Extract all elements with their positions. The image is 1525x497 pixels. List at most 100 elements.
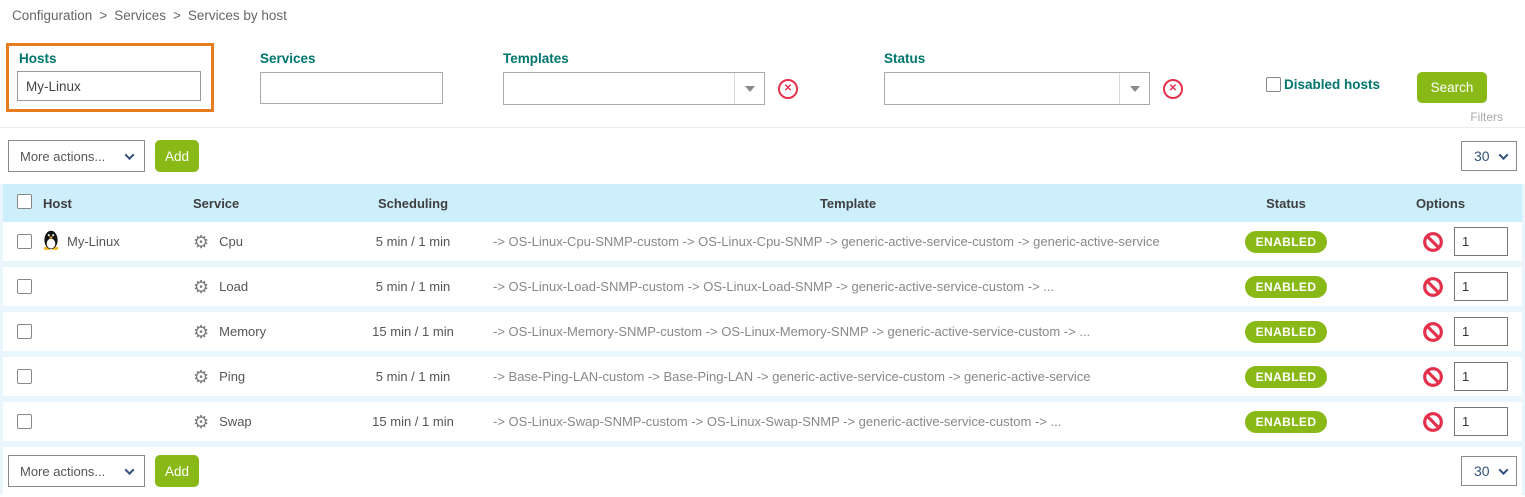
templates-filter-value bbox=[504, 73, 734, 104]
templates-filter-select[interactable] bbox=[503, 72, 765, 105]
table-row: My-Linux ⚙ Cpu 5 min / 1 min -> OS-Linux… bbox=[3, 222, 1522, 267]
filters-caption: Filters bbox=[1470, 110, 1503, 124]
services-filter: Services bbox=[260, 51, 443, 104]
add-button-top[interactable]: Add bbox=[155, 140, 199, 172]
hosts-filter-highlighted: Hosts bbox=[6, 43, 214, 112]
add-button-bottom[interactable]: Add bbox=[155, 455, 199, 487]
duplicate-count-input[interactable] bbox=[1454, 362, 1508, 391]
services-table: Host Service Scheduling Template Status … bbox=[0, 184, 1525, 495]
gear-icon: ⚙ bbox=[193, 411, 210, 432]
disabled-hosts-filter: Disabled hosts bbox=[1266, 77, 1380, 92]
header-service[interactable]: Service bbox=[193, 195, 240, 211]
more-actions-label: More actions... bbox=[20, 463, 106, 479]
scheduling-value: 15 min / 1 min bbox=[372, 324, 454, 339]
page-size-select-bottom[interactable]: 30 bbox=[1461, 456, 1517, 486]
duplicate-count-input[interactable] bbox=[1454, 317, 1508, 346]
disable-icon[interactable] bbox=[1422, 366, 1444, 388]
host-name[interactable]: My-Linux bbox=[67, 234, 120, 249]
header-status[interactable]: Status bbox=[1266, 195, 1306, 211]
duplicate-count-input[interactable] bbox=[1454, 272, 1508, 301]
service-name[interactable]: Ping bbox=[219, 369, 246, 384]
more-actions-select-top[interactable]: More actions... bbox=[8, 140, 145, 172]
templates-filter-label: Templates bbox=[503, 51, 569, 66]
service-name[interactable]: Cpu bbox=[219, 234, 243, 249]
row-checkbox[interactable] bbox=[17, 414, 32, 429]
scheduling-value: 5 min / 1 min bbox=[375, 369, 451, 384]
breadcrumb-item-services[interactable]: Services bbox=[114, 8, 166, 23]
status-badge: ENABLED bbox=[1244, 410, 1328, 433]
top-toolbar: More actions... Add 30 bbox=[0, 128, 1525, 184]
status-clear-icon[interactable]: ✕ bbox=[1163, 78, 1183, 99]
header-scheduling[interactable]: Scheduling bbox=[377, 195, 449, 211]
status-badge: ENABLED bbox=[1244, 320, 1328, 343]
chevron-down-icon bbox=[1498, 464, 1509, 475]
breadcrumb-separator: > bbox=[172, 8, 181, 23]
breadcrumb-separator: > bbox=[99, 8, 108, 23]
status-filter-label: Status bbox=[884, 51, 926, 66]
caret-down-icon bbox=[744, 85, 755, 92]
disabled-hosts-checkbox[interactable] bbox=[1266, 77, 1281, 92]
scheduling-value: 15 min / 1 min bbox=[372, 414, 454, 429]
service-name[interactable]: Memory bbox=[219, 324, 267, 339]
status-badge: ENABLED bbox=[1244, 230, 1328, 253]
services-filter-input[interactable] bbox=[260, 72, 443, 104]
page-size-value: 30 bbox=[1474, 463, 1490, 479]
search-button[interactable]: Search bbox=[1417, 72, 1487, 103]
select-all-checkbox[interactable] bbox=[17, 194, 32, 209]
breadcrumb-item-services-by-host[interactable]: Services by host bbox=[187, 8, 287, 23]
status-filter-select[interactable] bbox=[884, 72, 1150, 105]
template-chain: -> Base-Ping-LAN-custom -> Base-Ping-LAN… bbox=[493, 369, 1091, 384]
status-filter-value bbox=[885, 73, 1119, 104]
breadcrumb-item-configuration[interactable]: Configuration bbox=[12, 8, 93, 23]
template-chain: -> OS-Linux-Swap-SNMP-custom -> OS-Linux… bbox=[493, 414, 1062, 429]
status-badge: ENABLED bbox=[1244, 275, 1328, 298]
template-chain: -> OS-Linux-Cpu-SNMP-custom -> OS-Linux-… bbox=[493, 234, 1160, 249]
gear-icon: ⚙ bbox=[193, 231, 210, 252]
table-row: ⚙ Memory 15 min / 1 min -> OS-Linux-Memo… bbox=[3, 312, 1522, 357]
templates-clear-icon[interactable]: ✕ bbox=[778, 78, 798, 99]
page-size-value: 30 bbox=[1474, 148, 1490, 164]
disabled-hosts-label: Disabled hosts bbox=[1284, 77, 1381, 92]
header-template[interactable]: Template bbox=[819, 195, 877, 211]
row-checkbox[interactable] bbox=[17, 324, 32, 339]
disable-icon[interactable] bbox=[1422, 411, 1444, 433]
row-checkbox[interactable] bbox=[17, 279, 32, 294]
service-name[interactable]: Swap bbox=[219, 414, 252, 429]
breadcrumb: Configuration > Services > Services by host bbox=[0, 0, 1525, 29]
templates-filter: Templates ✕ bbox=[503, 51, 798, 105]
disable-icon[interactable] bbox=[1422, 321, 1444, 343]
scheduling-value: 5 min / 1 min bbox=[375, 234, 451, 249]
gear-icon: ⚙ bbox=[193, 276, 210, 297]
service-name[interactable]: Load bbox=[219, 279, 249, 294]
row-checkbox[interactable] bbox=[17, 369, 32, 384]
chevron-down-icon bbox=[1498, 149, 1509, 160]
table-header-row: Host Service Scheduling Template Status … bbox=[3, 184, 1522, 222]
hosts-filter-label: Hosts bbox=[19, 51, 57, 66]
header-options[interactable]: Options bbox=[1415, 195, 1466, 211]
caret-down-icon bbox=[1129, 85, 1140, 92]
gear-icon: ⚙ bbox=[193, 321, 210, 342]
status-filter: Status ✕ bbox=[884, 51, 1183, 105]
disable-icon[interactable] bbox=[1422, 276, 1444, 298]
duplicate-count-input[interactable] bbox=[1454, 407, 1508, 436]
header-host[interactable]: Host bbox=[43, 195, 72, 211]
linux-tux-icon bbox=[43, 230, 59, 253]
page-size-select-top[interactable]: 30 bbox=[1461, 141, 1517, 171]
template-chain: -> OS-Linux-Load-SNMP-custom -> OS-Linux… bbox=[493, 279, 1055, 294]
chevron-down-icon bbox=[124, 464, 135, 475]
duplicate-count-input[interactable] bbox=[1454, 227, 1508, 256]
row-checkbox[interactable] bbox=[17, 234, 32, 249]
disable-icon[interactable] bbox=[1422, 231, 1444, 253]
gear-icon: ⚙ bbox=[193, 366, 210, 387]
status-caret-zone[interactable] bbox=[1119, 73, 1149, 104]
hosts-filter-input[interactable] bbox=[17, 71, 201, 101]
status-badge: ENABLED bbox=[1244, 365, 1328, 388]
scheduling-value: 5 min / 1 min bbox=[375, 279, 451, 294]
templates-caret-zone[interactable] bbox=[734, 73, 764, 104]
table-row: ⚙ Load 5 min / 1 min -> OS-Linux-Load-SN… bbox=[3, 267, 1522, 312]
filter-panel: Hosts Services Templates ✕ Status ✕ Disa… bbox=[0, 29, 1525, 128]
template-chain: -> OS-Linux-Memory-SNMP-custom -> OS-Lin… bbox=[493, 324, 1091, 339]
table-row: ⚙ Ping 5 min / 1 min -> Base-Ping-LAN-cu… bbox=[3, 357, 1522, 402]
bottom-toolbar: More actions... Add 30 bbox=[3, 447, 1522, 495]
more-actions-select-bottom[interactable]: More actions... bbox=[8, 455, 145, 487]
